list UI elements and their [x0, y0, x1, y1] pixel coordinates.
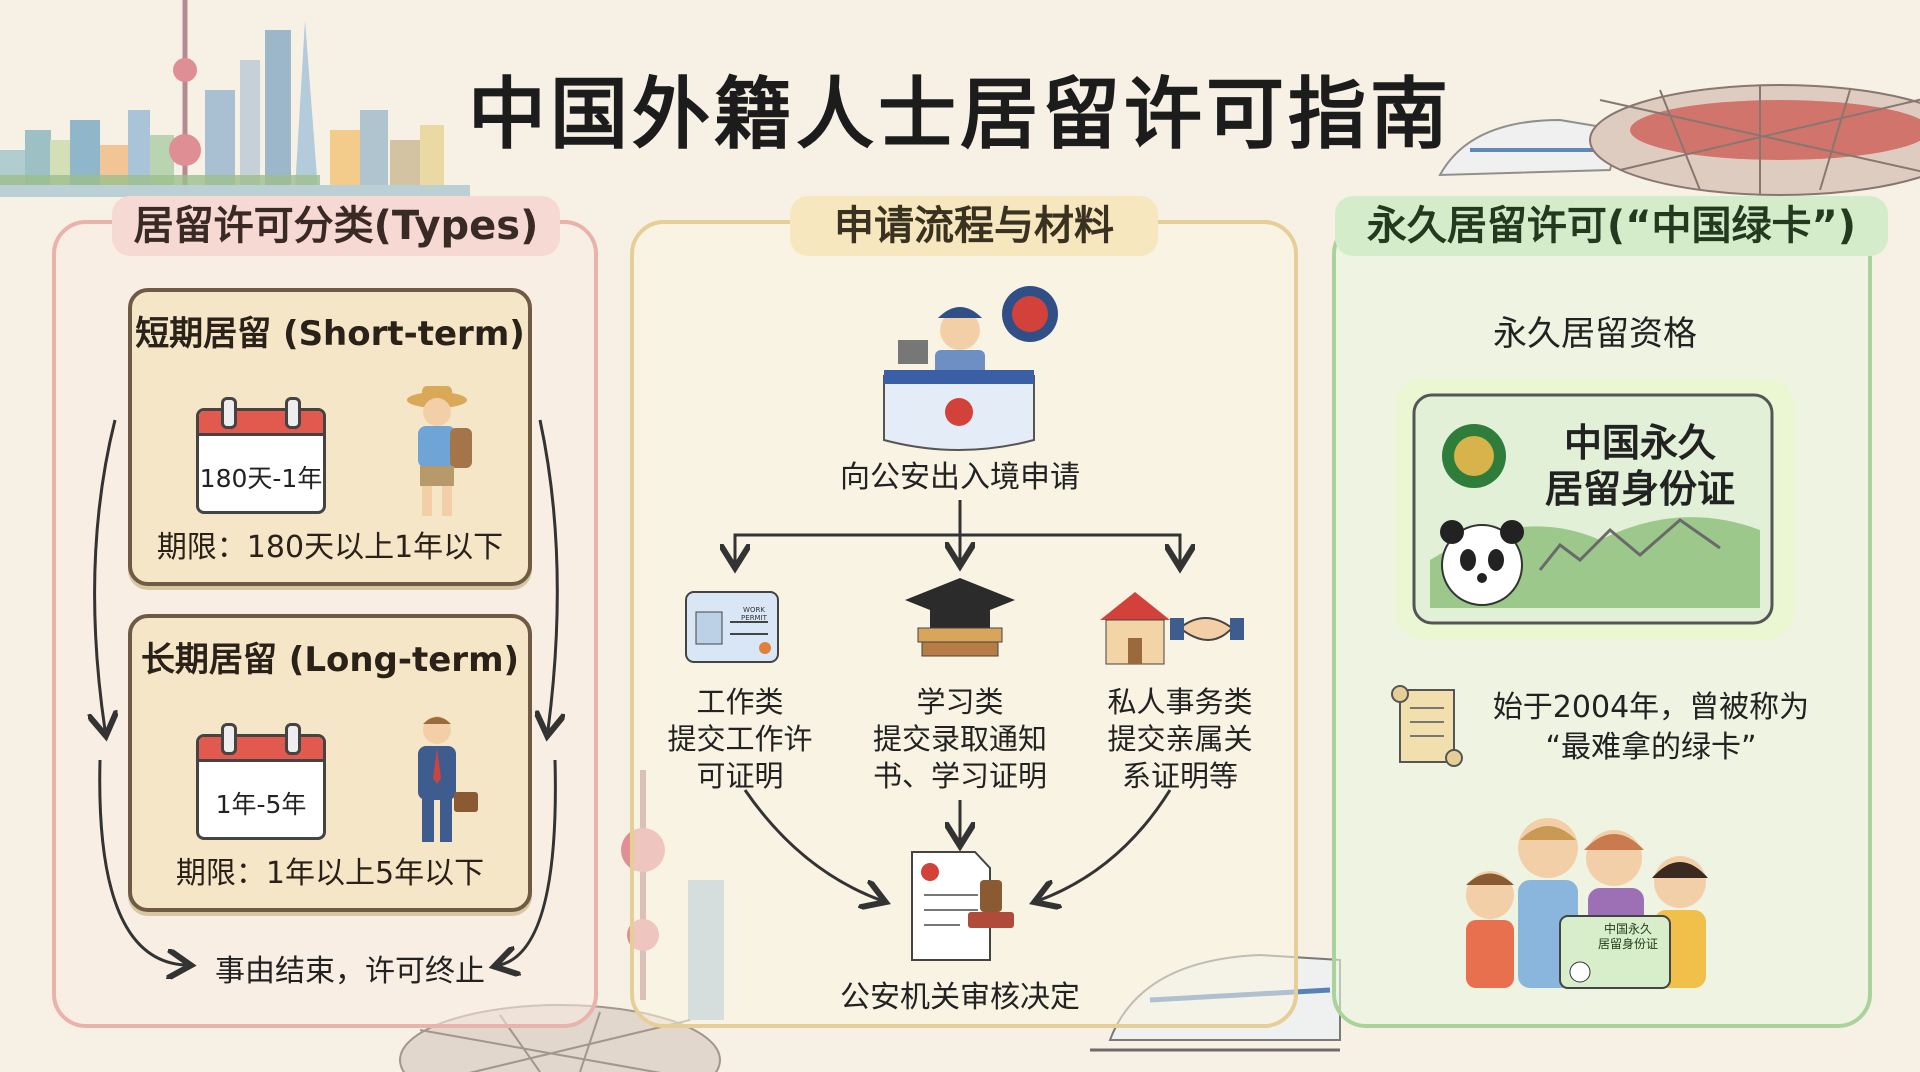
permanent-subheading: 永久居留资格	[1493, 314, 1697, 354]
apply-step: 向公安出入境申请	[840, 460, 1080, 495]
history-note-line2: “最难拿的绿卡”	[1545, 730, 1757, 765]
category-work: 工作类 提交工作许 可证明	[645, 684, 835, 795]
arrow-right-down	[540, 419, 557, 730]
graduation-cap-icon	[905, 578, 1015, 657]
handshake-icon	[1170, 617, 1244, 641]
permanent-heading: 永久居留许可(“中国绿卡”)	[1335, 196, 1888, 256]
long-term-title: 长期居留 (Long-term)	[140, 640, 520, 680]
long-term-card: 长期居留 (Long-term) 1年-5年 期限：1年以上5年以下	[128, 614, 532, 912]
arrow-work-to-decision	[743, 789, 880, 900]
short-term-card: 短期居留 (Short-term) 180天-1年 期限：180天以上1年以下	[128, 288, 532, 586]
arrow-left-down	[95, 419, 115, 730]
tourist-icon	[407, 386, 472, 516]
small-card-line1: 中国永久	[1603, 922, 1652, 936]
service-desk-icon	[883, 340, 1035, 451]
calendar-icon: 1年-5年	[196, 716, 326, 840]
train-and-stadium-right	[0, 84, 1920, 196]
arrow-to-end-left	[98, 759, 185, 965]
category-work-title: 工作类	[696, 685, 784, 719]
short-term-period: 期限：180天以上1年以下	[156, 530, 504, 565]
card-text: 中国永久 居留身份证	[1520, 420, 1760, 512]
card-line1: 中国永久	[1563, 421, 1716, 465]
card-line2: 居留身份证	[1544, 467, 1735, 511]
category-private: 私人事务类 提交亲属关 系证明等	[1080, 684, 1280, 795]
panda-icon	[1440, 520, 1524, 606]
calendar-icon: 180天-1年	[196, 390, 326, 514]
types-heading: 居留许可分类(Types)	[112, 196, 560, 256]
category-private-line2: 提交亲属关	[1107, 722, 1253, 756]
small-card-text: 中国永久 居留身份证	[1588, 922, 1668, 952]
page-title: 中国外籍人士居留许可指南	[467, 70, 1452, 160]
emblem-icon	[1002, 286, 1058, 342]
short-term-title: 短期居留 (Short-term)	[135, 314, 525, 354]
category-work-line2: 提交工作许	[667, 722, 813, 756]
emblem-icon	[1442, 424, 1506, 488]
short-term-calendar-label: 180天-1年	[199, 464, 323, 493]
category-study-line3: 书、学习证明	[872, 759, 1047, 793]
family-icon	[1466, 818, 1708, 989]
arrow-to-end-right	[500, 759, 557, 965]
category-study-line2: 提交录取通知	[872, 722, 1047, 756]
category-study: 学习类 提交录取通知 书、学习证明	[850, 684, 1070, 795]
category-study-title: 学习类	[916, 685, 1004, 719]
businessman-icon	[418, 716, 478, 842]
arrow-private-to-decision	[1040, 789, 1172, 900]
work-permit-icon	[685, 591, 779, 663]
scroll-icon	[1391, 685, 1463, 767]
decision-step: 公安机关审核决定	[840, 980, 1080, 1015]
long-term-calendar-label: 1年-5年	[215, 790, 307, 819]
process-heading: 申请流程与材料	[790, 196, 1158, 256]
end-note: 事由结束，许可终止	[215, 954, 485, 989]
work-permit-badge-text: WORK PERMIT	[741, 606, 767, 622]
category-private-line3: 系证明等	[1121, 759, 1238, 793]
long-term-period: 期限：1年以上5年以下	[175, 856, 485, 891]
small-card-line2: 居留身份证	[1597, 937, 1658, 951]
category-private-title: 私人事务类	[1107, 685, 1253, 719]
house-icon	[1100, 592, 1170, 665]
category-work-line3: 可证明	[696, 759, 784, 793]
history-note: 始于2004年，曾被称为 “最难拿的绿卡”	[1476, 688, 1826, 768]
history-note-line1: 始于2004年，曾被称为	[1492, 690, 1810, 725]
document-stamp-icon	[911, 851, 1014, 961]
